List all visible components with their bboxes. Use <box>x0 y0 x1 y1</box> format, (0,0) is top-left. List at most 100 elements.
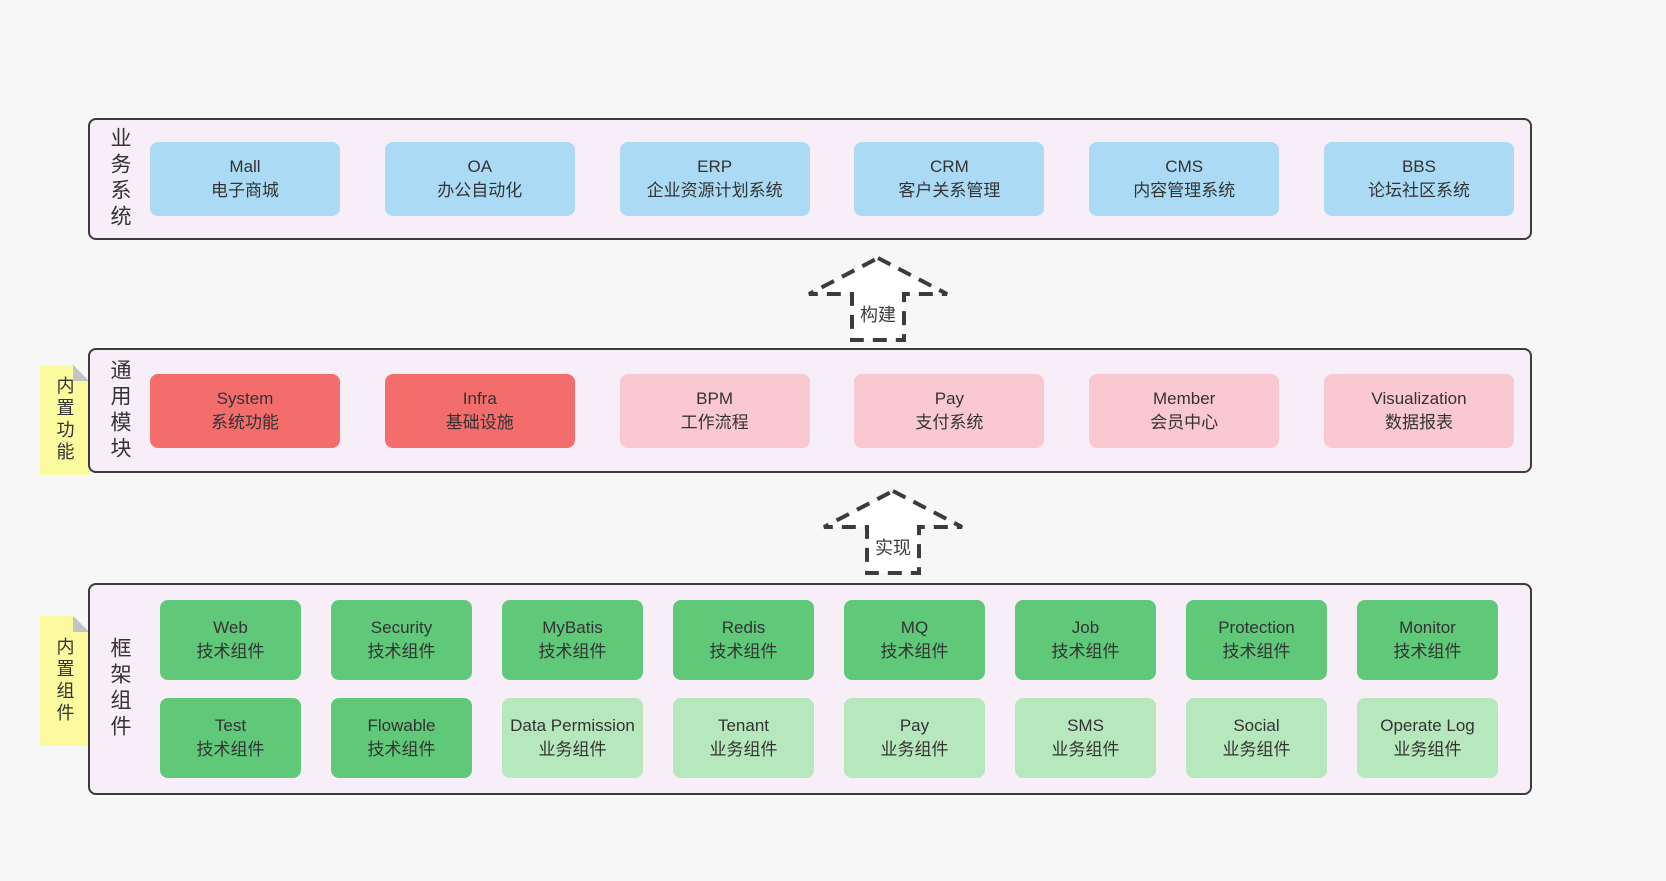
box-crm: CRM 客户关系管理 <box>854 142 1045 216</box>
box-title: MyBatis <box>542 618 603 637</box>
box-subtitle: 业务组件 <box>880 740 949 759</box>
arrow-implement: 实现 <box>821 488 965 576</box>
box-title: Job <box>1071 618 1100 637</box>
box-data-permission: Data Permission 业务组件 <box>502 698 643 778</box>
box-subtitle: 技术组件 <box>1222 642 1291 661</box>
box-title: Tenant <box>717 716 770 735</box>
box-subtitle: 电子商城 <box>211 181 279 200</box>
box-tenant: Tenant 业务组件 <box>673 698 814 778</box>
box-redis: Redis 技术组件 <box>673 600 814 680</box>
box-subtitle: 技术组件 <box>880 642 949 661</box>
box-subtitle: 数据报表 <box>1384 412 1453 432</box>
box-bpm: BPM 工作流程 <box>619 373 810 448</box>
box-title: Flowable <box>367 716 436 735</box>
sticky-note-builtin-components: 内置组件 <box>40 616 89 746</box>
box-subtitle: 技术组件 <box>367 642 436 661</box>
box-erp: ERP 企业资源计划系统 <box>619 142 810 216</box>
box-subtitle: 基础设施 <box>445 412 514 432</box>
box-title: Operate Log <box>1380 716 1475 735</box>
box-subtitle: 业务组件 <box>709 740 778 759</box>
box-title: Infra <box>462 388 497 408</box>
box-mybatis: MyBatis 技术组件 <box>502 600 643 680</box>
box-system: System 系统功能 <box>150 373 340 448</box>
box-subtitle: 技术组件 <box>709 642 778 661</box>
sticky-label: 内置组件 <box>54 637 75 725</box>
block-arrow-up-icon <box>823 488 963 575</box>
band-row-business: Test 技术组件 Flowable 技术组件 Data Permission … <box>150 698 1514 778</box>
band-framework-components: 框架组件 Web 技术组件 Security 技术组件 MyBatis 技术组件… <box>88 583 1532 795</box>
box-subtitle: 会员中心 <box>1150 412 1219 432</box>
box-mall: Mall 电子商城 <box>150 142 340 216</box>
box-title: Web <box>213 618 248 637</box>
box-cms: CMS 内容管理系统 <box>1089 142 1280 216</box>
box-member: Member 会员中心 <box>1089 373 1280 448</box>
box-title: Monitor <box>1399 618 1456 637</box>
box-visualization: Visualization 数据报表 <box>1323 373 1514 448</box>
box-title: Member <box>1153 388 1216 408</box>
arrow-implement-label: 实现 <box>875 538 911 558</box>
box-subtitle: 业务组件 <box>1393 740 1462 759</box>
block-arrow-up-icon <box>808 255 948 342</box>
box-subtitle: 技术组件 <box>1393 642 1462 661</box>
box-infra: Infra 基础设施 <box>384 373 575 448</box>
box-job: Job 技术组件 <box>1015 600 1156 680</box>
box-title: CRM <box>930 157 969 176</box>
box-security: Security 技术组件 <box>331 600 472 680</box>
box-subtitle: 论坛社区系统 <box>1367 181 1470 200</box>
arrow-build: 构建 <box>806 255 950 343</box>
box-protection: Protection 技术组件 <box>1186 600 1327 680</box>
box-pay: Pay 支付系统 <box>854 373 1045 448</box>
folded-corner-icon <box>73 616 89 632</box>
band-label-framework-components: 框架组件 <box>108 637 131 741</box>
box-title: CMS <box>1165 157 1204 176</box>
box-web: Web 技术组件 <box>160 600 301 680</box>
box-operate-log: Operate Log 业务组件 <box>1357 698 1498 778</box>
box-title: Visualization <box>1371 388 1467 408</box>
box-subtitle: 办公自动化 <box>437 181 523 200</box>
box-monitor: Monitor 技术组件 <box>1357 600 1498 680</box>
band-rows: Web 技术组件 Security 技术组件 MyBatis 技术组件 Redi… <box>140 600 1530 778</box>
box-title: Redis <box>721 618 766 637</box>
band-label-business-systems: 业务系统 <box>108 127 131 231</box>
box-flowable: Flowable 技术组件 <box>331 698 472 778</box>
box-title: Social <box>1233 716 1280 735</box>
band-row: System 系统功能 Infra 基础设施 BPM 工作流程 Pay 支付系统… <box>140 373 1530 448</box>
folded-corner-icon <box>73 365 89 381</box>
box-title: OA <box>467 157 493 176</box>
band-row: Mall 电子商城 OA 办公自动化 ERP 企业资源计划系统 CRM 客户关系… <box>140 142 1530 216</box>
band-label-common-modules: 通用模块 <box>108 358 131 463</box>
sticky-note-builtin-features: 内置功能 <box>40 365 89 475</box>
box-subtitle: 企业资源计划系统 <box>646 181 783 200</box>
box-subtitle: 业务组件 <box>538 740 607 759</box>
box-title: ERP <box>697 157 733 176</box>
box-subtitle: 内容管理系统 <box>1133 181 1236 200</box>
box-pay-business: Pay 业务组件 <box>844 698 985 778</box>
band-business-systems: 业务系统 Mall 电子商城 OA 办公自动化 ERP 企业资源计划系统 CRM… <box>88 118 1532 240</box>
box-title: MQ <box>900 618 929 637</box>
box-subtitle: 业务组件 <box>1222 740 1291 759</box>
box-mq: MQ 技术组件 <box>844 600 985 680</box>
box-subtitle: 技术组件 <box>367 740 436 759</box>
sticky-label: 内置功能 <box>54 376 75 464</box>
box-sms: SMS 业务组件 <box>1015 698 1156 778</box>
box-subtitle: 技术组件 <box>538 642 607 661</box>
box-title: SMS <box>1067 716 1104 735</box>
box-title: Data Permission <box>510 716 635 735</box>
box-subtitle: 工作流程 <box>680 412 749 432</box>
box-subtitle: 客户关系管理 <box>898 181 1001 200</box>
box-title: Mall <box>229 157 261 176</box>
box-title: Test <box>214 716 247 735</box>
box-social: Social 业务组件 <box>1186 698 1327 778</box>
box-title: BBS <box>1401 157 1436 176</box>
box-title: BPM <box>696 388 734 408</box>
box-title: Protection <box>1218 618 1295 637</box>
box-title: System <box>216 388 274 408</box>
box-oa: OA 办公自动化 <box>384 142 575 216</box>
box-title: Pay <box>899 716 930 735</box>
box-title: Pay <box>934 388 965 408</box>
box-test: Test 技术组件 <box>160 698 301 778</box>
arrow-build-label: 构建 <box>860 305 896 325</box>
box-subtitle: 技术组件 <box>196 740 265 759</box>
box-bbs: BBS 论坛社区系统 <box>1323 142 1514 216</box>
